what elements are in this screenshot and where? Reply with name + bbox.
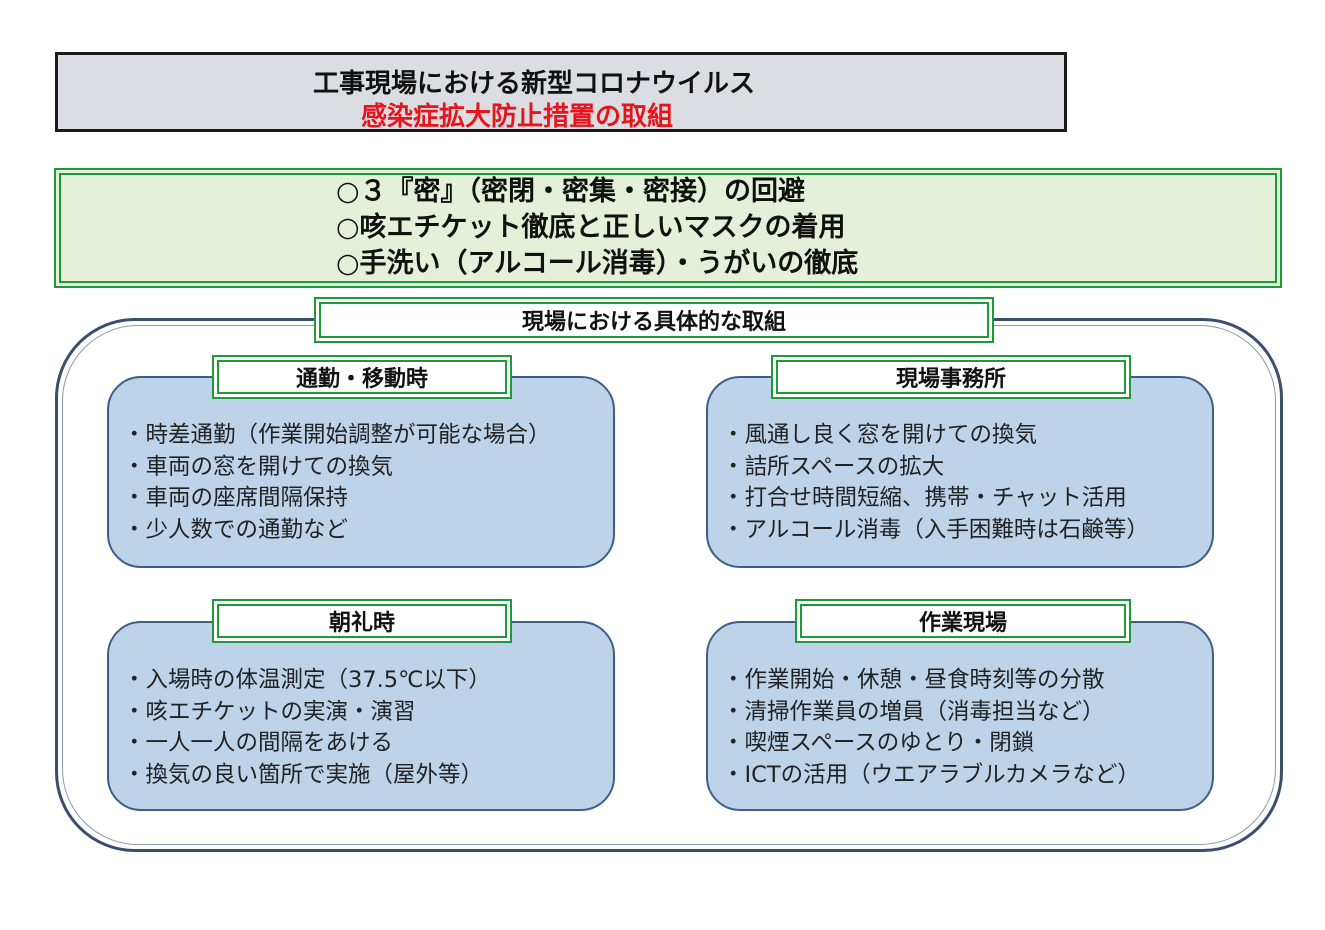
key-principles-box: ○３『密』（密閉・密集・密接）の回避 ○咳エチケット徹底と正しいマスクの着用 ○…: [54, 168, 1282, 288]
list-item: ・打合せ時間短縮、携帯・チャット活用: [722, 485, 1127, 511]
title-line-1: 工事現場における新型コロナウイルス: [313, 69, 756, 99]
list-item: ・作業開始・休憩・昼食時刻等の分散: [722, 667, 1105, 693]
list-item: ・入場時の体温測定（37.5℃以下）: [123, 667, 491, 693]
card-site-office-title: 現場事務所: [771, 355, 1131, 399]
list-item: ・アルコール消毒（入手困難時は石鹸等）: [722, 516, 1149, 543]
principle-item: ○３『密』（密閉・密集・密接）の回避: [336, 176, 806, 207]
card-morning-assembly: ・入場時の体温測定（37.5℃以下） ・咳エチケットの実演・演習 ・一人一人の間…: [107, 621, 615, 811]
principle-item: ○咳エチケット徹底と正しいマスクの着用: [336, 212, 846, 243]
card-commute-list: ・時差通勤（作業開始調整が可能な場合） ・車両の窓を開けての換気 ・車両の座席間…: [123, 420, 551, 546]
card-site-office-list: ・風通し良く窓を開けての換気 ・詰所スペースの拡大 ・打合せ時間短縮、携帯・チャ…: [722, 420, 1149, 546]
card-morning-assembly-list: ・入場時の体温測定（37.5℃以下） ・咳エチケットの実演・演習 ・一人一人の間…: [123, 665, 491, 791]
list-item: ・ICTの活用（ウエアラブルカメラなど）: [722, 761, 1140, 788]
list-item: ・咳エチケットの実演・演習: [123, 698, 416, 725]
list-item: ・車両の座席間隔保持: [123, 485, 349, 511]
measures-heading: 現場における具体的な取組: [314, 297, 994, 343]
list-item: ・詰所スペースの拡大: [722, 453, 945, 480]
list-item: ・清掃作業員の増員（消毒担当など）: [722, 698, 1105, 725]
card-work-site: ・作業開始・休憩・昼食時刻等の分散 ・清掃作業員の増員（消毒担当など） ・喫煙ス…: [706, 621, 1214, 811]
list-item: ・時差通勤（作業開始調整が可能な場合）: [123, 422, 551, 448]
principle-item: ○手洗い（アルコール消毒）・うがいの徹底: [336, 248, 859, 279]
list-item: ・風通し良く窓を開けての換気: [722, 422, 1038, 448]
card-work-site-list: ・作業開始・休憩・昼食時刻等の分散 ・清掃作業員の増員（消毒担当など） ・喫煙ス…: [722, 665, 1140, 791]
list-item: ・喫煙スペースのゆとり・閉鎖: [722, 730, 1035, 756]
list-item: ・少人数での通勤など: [123, 516, 349, 543]
principles-list: ○３『密』（密閉・密集・密接）の回避 ○咳エチケット徹底と正しいマスクの着用 ○…: [336, 174, 858, 282]
list-item: ・一人一人の間隔をあける: [123, 730, 394, 756]
card-site-office: ・風通し良く窓を開けての換気 ・詰所スペースの拡大 ・打合せ時間短縮、携帯・チャ…: [706, 376, 1214, 568]
card-commute: ・時差通勤（作業開始調整が可能な場合） ・車両の窓を開けての換気 ・車両の座席間…: [107, 376, 615, 568]
card-work-site-title: 作業現場: [795, 599, 1131, 643]
title-box: 工事現場における新型コロナウイルス 感染症拡大防止措置の取組: [55, 52, 1067, 132]
card-commute-title: 通勤・移動時: [212, 355, 512, 399]
card-morning-assembly-title: 朝礼時: [212, 599, 512, 643]
list-item: ・車両の窓を開けての換気: [123, 453, 394, 480]
list-item: ・換気の良い箇所で実施（屋外等）: [123, 761, 484, 788]
title-line-2: 感染症拡大防止措置の取組: [361, 102, 674, 132]
